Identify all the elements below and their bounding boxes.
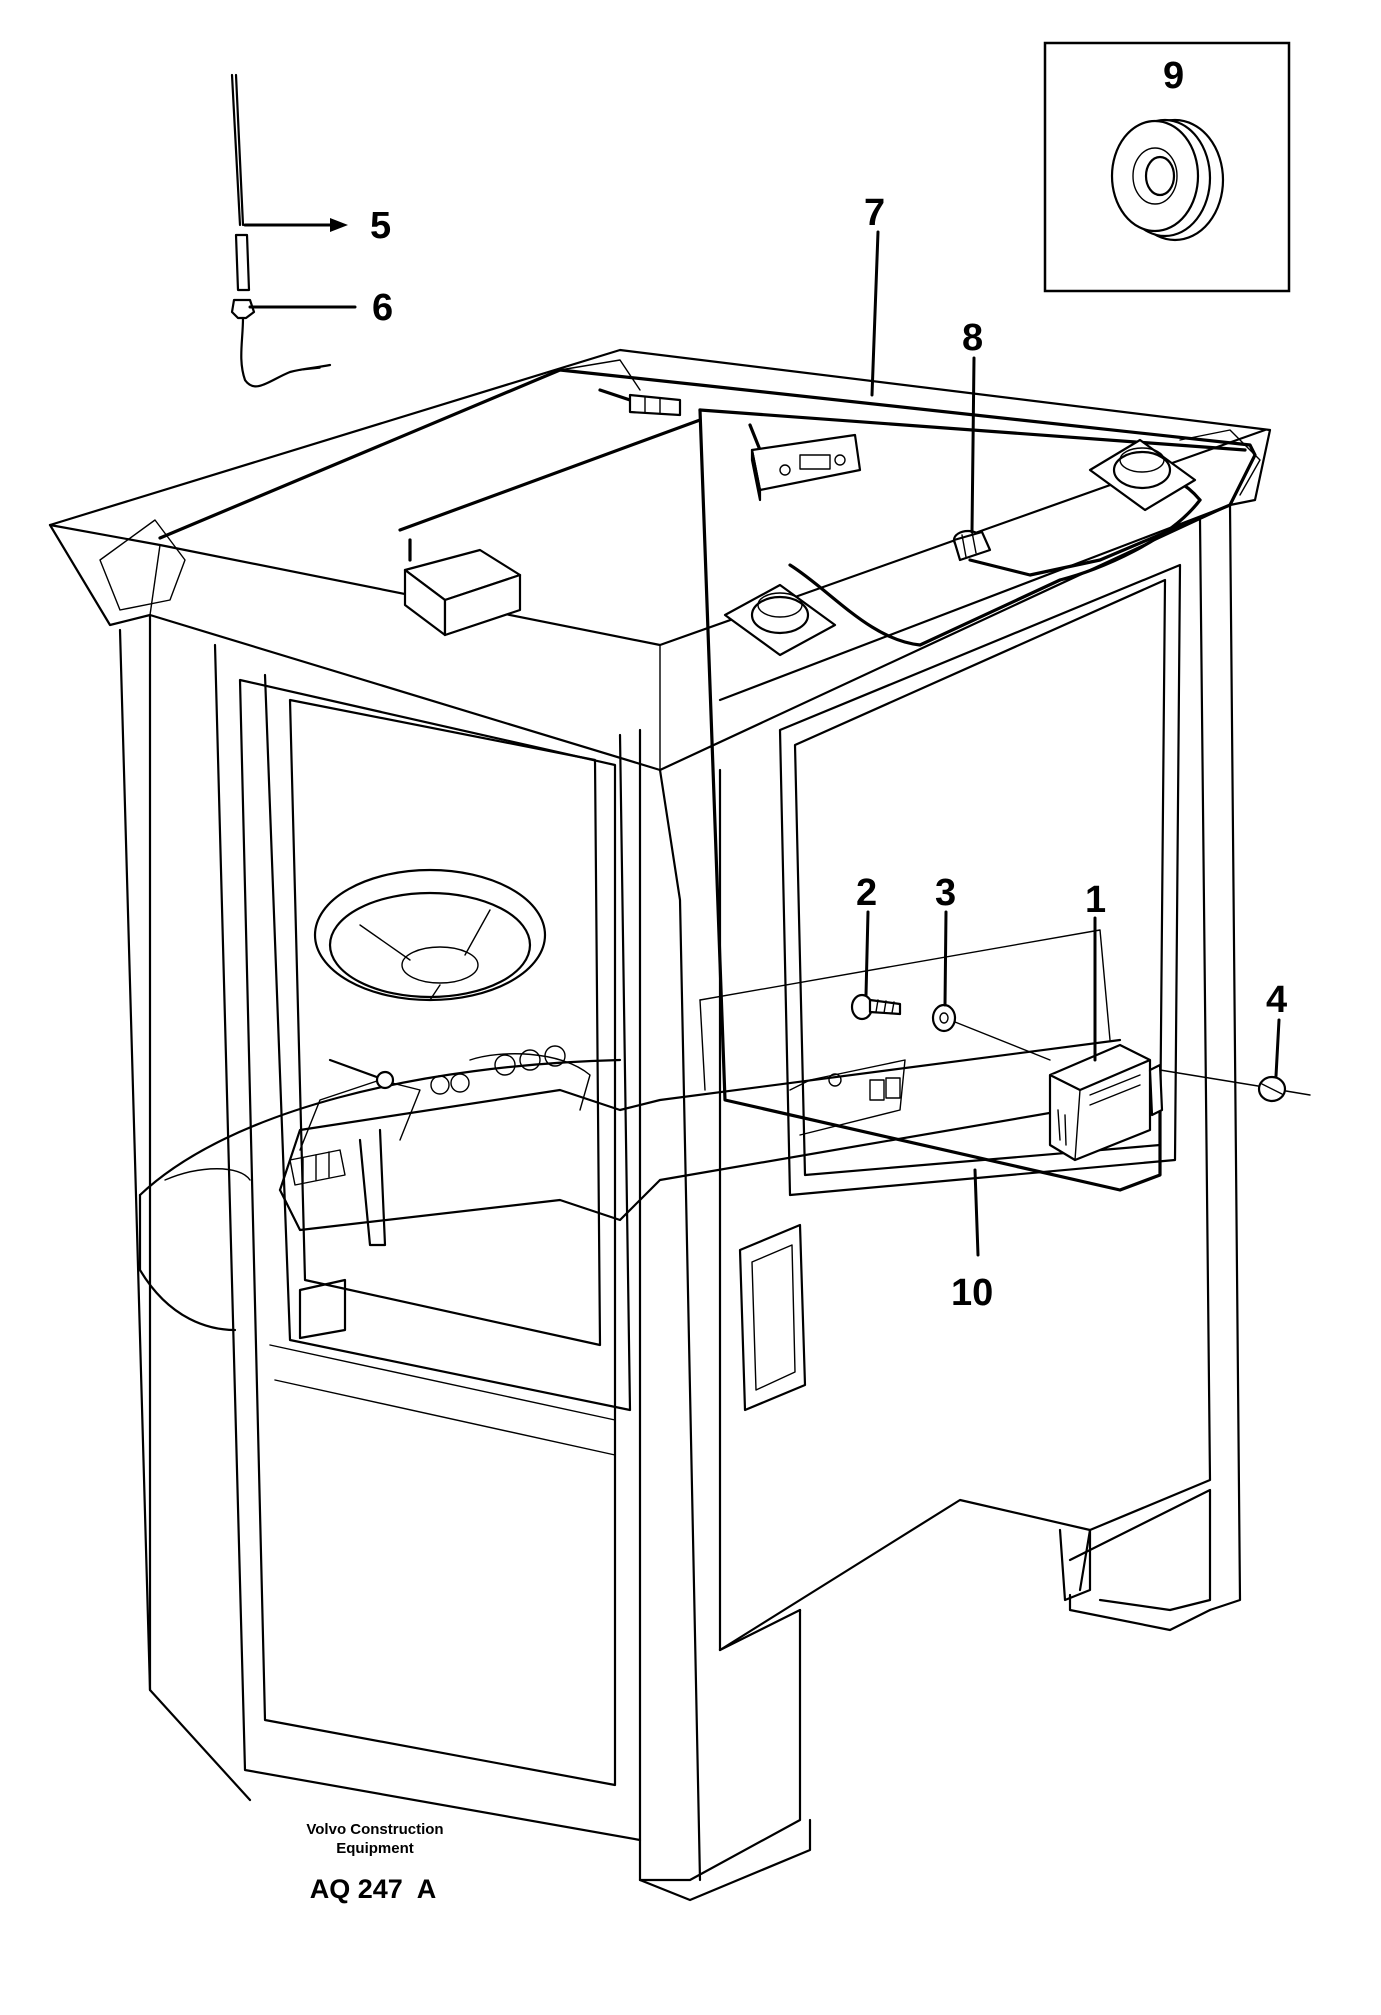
drawing-code: AQ 247 A xyxy=(310,1874,437,1904)
control-unit-1 xyxy=(1048,1043,1164,1162)
callout-8: 8 xyxy=(962,317,983,359)
callout-1: 1 xyxy=(1085,879,1106,921)
grommet-9 xyxy=(1110,118,1225,242)
callout-4: 4 xyxy=(1266,979,1287,1021)
assembly-axis xyxy=(954,1021,1311,1096)
callout-10: 10 xyxy=(951,1272,993,1314)
speaker-left xyxy=(723,583,837,657)
screw-2 xyxy=(850,993,902,1021)
callout-5: 5 xyxy=(370,205,391,247)
speaker-right xyxy=(1088,438,1197,512)
inset-box xyxy=(1043,41,1291,293)
maker-line-1: Volvo Construction xyxy=(306,1821,443,1838)
callout-3: 3 xyxy=(935,872,956,914)
callout-2: 2 xyxy=(856,872,877,914)
maker-line-2: Equipment xyxy=(336,1840,414,1857)
callout-labels: 5 6 7 8 9 2 3 1 4 10 xyxy=(370,55,1287,1314)
antenna xyxy=(230,73,332,388)
callout-6: 6 xyxy=(372,287,393,329)
callout-9: 9 xyxy=(1163,55,1184,97)
washer-3 xyxy=(931,1003,957,1033)
fuse-holder-8 xyxy=(952,529,992,562)
footer: Volvo Construction Equipment AQ 247 A xyxy=(306,1821,443,1904)
leader-lines xyxy=(243,218,1281,1257)
radio-unit xyxy=(750,433,862,502)
roof-connector xyxy=(628,393,682,417)
amplifier-box xyxy=(403,548,522,637)
dashboard xyxy=(278,868,1127,1340)
cab-body xyxy=(48,348,1272,1902)
nut-4 xyxy=(1257,1075,1287,1103)
callout-7: 7 xyxy=(864,192,885,234)
